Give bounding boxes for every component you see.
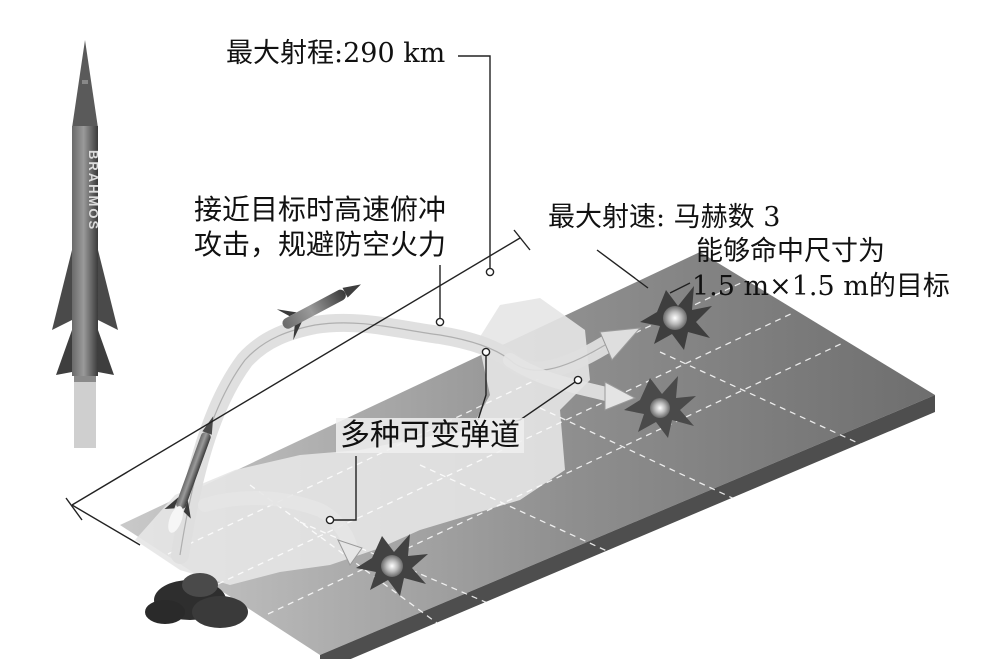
trail-arrowhead-1 [599, 327, 642, 361]
trail-arrowhead-2 [604, 381, 637, 411]
max-range-label: 最大射程:290 km [226, 38, 450, 70]
standing-missile [52, 40, 118, 448]
trajectory-callout-to-path [477, 352, 487, 421]
ground-side-edge [320, 395, 935, 659]
variable-trajectory-label: 多种可变弹道 [336, 418, 524, 454]
range-dim-tick-left [65, 497, 83, 521]
range-extension-left [71, 504, 141, 546]
trajectory-paths [171, 313, 642, 566]
speed-callout-line [596, 249, 649, 289]
missile-launching [164, 416, 214, 533]
land-mass [135, 298, 590, 585]
trail-branch-2 [503, 353, 617, 402]
trail-arrowhead-3 [337, 539, 363, 566]
range-dim-tick-right [513, 229, 531, 251]
hit-callout-line [669, 282, 691, 294]
missile-body-text: BRAHMOS [86, 150, 101, 231]
explosion-1 [640, 286, 712, 350]
explosion-2 [624, 376, 696, 438]
trail-branch-3 [198, 491, 357, 552]
hit-target-label-line1: 能够命中尺寸为 [696, 236, 885, 267]
trajectory-callout-to-lower [330, 456, 357, 521]
dive-attack-label-line1: 接近目标时高速俯冲 [194, 193, 447, 226]
ground-platform [120, 252, 935, 659]
max-speed-label: 最大射速: 马赫数 3 [548, 202, 781, 233]
callout-lines [65, 55, 691, 546]
explosion-3 [356, 534, 428, 596]
range-dimension-line [71, 237, 521, 506]
hit-target-label-line2: 1.5 m×1.5 m的目标 [692, 271, 950, 302]
dive-attack-label-line2: 攻击，规避防空火力 [194, 228, 447, 261]
missile-cruising [276, 284, 361, 341]
callout-dots [325, 267, 583, 525]
launch-smoke [145, 573, 248, 628]
range-callout-line [458, 55, 491, 272]
